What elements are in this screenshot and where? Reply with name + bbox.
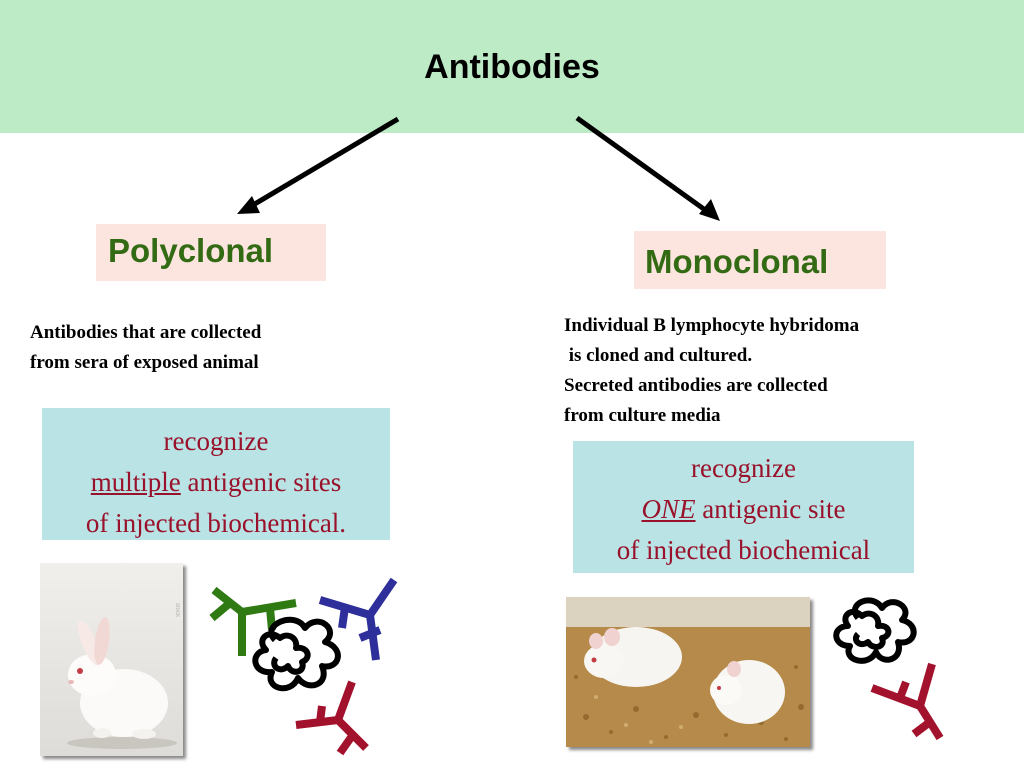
antibody-red-icon: [870, 662, 944, 741]
polyclonal-antibodies-art: [209, 577, 398, 756]
sites-text: antigenic sites: [180, 467, 342, 497]
polyclonal-label: Polyclonal: [96, 224, 326, 281]
monoclonal-description: Individual B lymphocyte hybridoma is clo…: [564, 315, 860, 426]
antibody-green-icon: [209, 586, 297, 656]
recognize-sites-line: multiple antigenic sites: [42, 462, 390, 503]
antibody-blue-icon: [318, 577, 398, 661]
biochemical-text: of injected biochemical: [616, 535, 871, 565]
arrow-right-icon: [575, 115, 720, 221]
emphasis-one: ONE: [641, 494, 696, 524]
site-text: antigenic site: [695, 494, 846, 524]
polyclonal-description: Antibodies that are collected from sera …: [30, 322, 262, 373]
rabbit-photo: stock: [40, 563, 183, 756]
header-band: Antibodies: [0, 0, 1024, 133]
antibody-red-icon: [295, 680, 369, 756]
monoclonal-recognize-box: recognize ONE antigenic site of injected…: [573, 441, 914, 573]
page-title: Antibodies: [424, 48, 600, 86]
mice-photo: [566, 597, 810, 747]
antigen-icon: [833, 597, 917, 664]
recognize-text: recognize: [163, 426, 269, 456]
monoclonal-antibodies-art: [833, 597, 944, 741]
biochemical-text: of injected biochemical.: [85, 508, 347, 538]
emphasis-multiple: multiple: [90, 467, 181, 497]
arrow-left-icon: [237, 116, 400, 214]
polyclonal-recognize-box: recognize multiple antigenic sites of in…: [42, 408, 390, 540]
antigen-icon: [252, 616, 341, 692]
svg-text:stock: stock: [174, 603, 180, 618]
recognize-site-line: ONE antigenic site: [573, 489, 914, 530]
recognize-text: recognize: [691, 453, 796, 483]
monoclonal-label: Monoclonal: [634, 231, 886, 289]
